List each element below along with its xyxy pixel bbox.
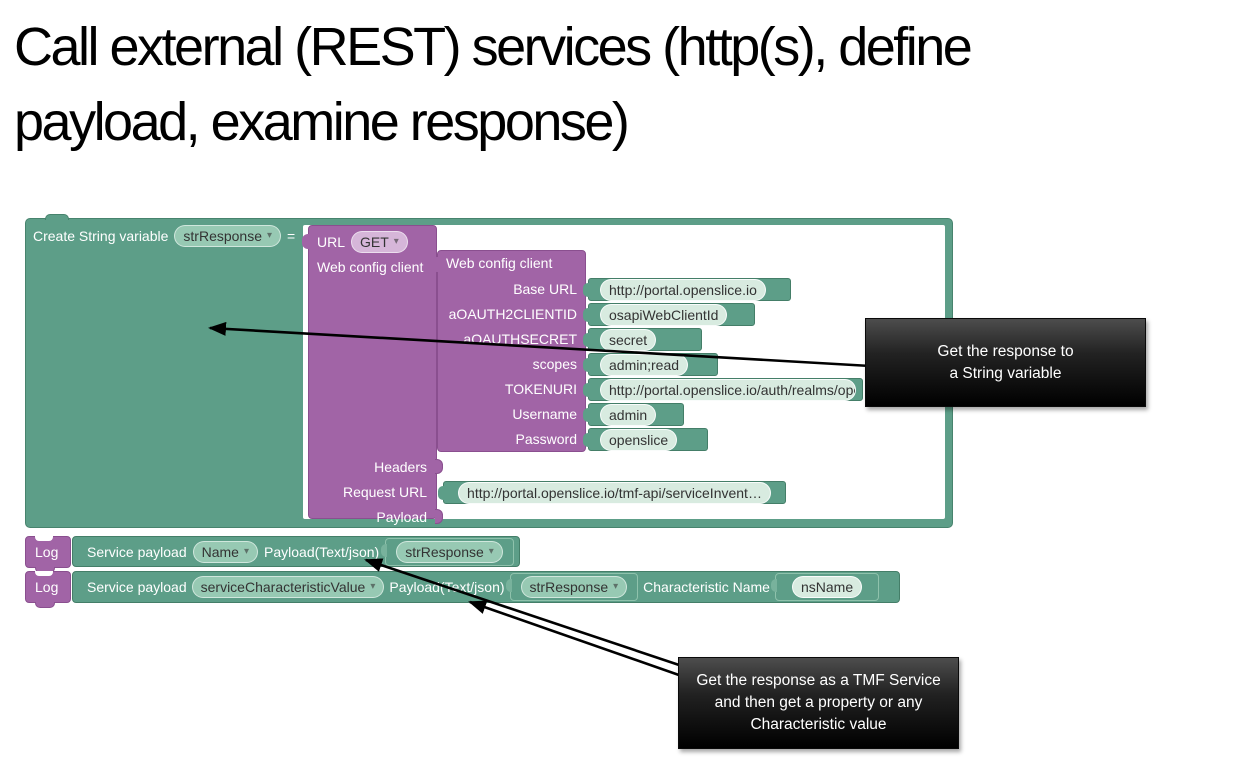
url-label: URL	[317, 234, 346, 250]
characteristic-name-value[interactable]: nsName	[791, 576, 863, 598]
password-label: Password	[515, 431, 577, 447]
slide-title-line1: Call external (REST) services (http(s), …	[14, 17, 973, 77]
equals-sign: =	[287, 228, 296, 244]
service-payload-label: Service payload	[87, 579, 187, 595]
payload-value-holder[interactable]: strResponse ▾	[505, 573, 639, 601]
log-block-stub[interactable]: Log	[25, 536, 71, 573]
web-config-client-title: Web config client	[446, 255, 553, 271]
characteristic-name-label: Characteristic Name	[643, 579, 770, 595]
socket-connector-icon	[583, 408, 590, 422]
payload-text-json-label: Payload(Text/json)	[264, 543, 380, 560]
strresponse-dropdown[interactable]: strResponse ▾	[520, 576, 628, 598]
base-url-label: Base URL	[513, 281, 577, 297]
scopes-label: scopes	[532, 356, 577, 372]
payload-socket-icon	[435, 509, 443, 524]
dropdown-caret-icon: ▾	[393, 236, 399, 247]
property-dropdown[interactable]: Name ▾	[192, 540, 259, 563]
create-variable-label: Create String variable	[33, 228, 169, 244]
log-service-payload-block[interactable]: Service payload Name ▾ Payload(Text/json…	[72, 536, 520, 567]
request-url-value-block[interactable]: http://portal.openslice.io/tmf-api/servi…	[438, 481, 786, 504]
slide-title-line2: payload, examine response)	[14, 91, 630, 152]
callout-string-variable: Get the response to a String variable	[865, 318, 1146, 407]
socket-connector-icon	[770, 579, 777, 592]
username-value-block[interactable]: admin	[583, 403, 684, 426]
http-method-dropdown[interactable]: GET ▾	[351, 231, 408, 253]
socket-connector-icon	[302, 234, 310, 249]
socket-connector-icon	[583, 308, 590, 322]
web-config-client-socket-label: Web config client	[317, 259, 424, 275]
username-label: Username	[512, 406, 577, 422]
password-value-block[interactable]: openslice	[583, 428, 708, 451]
request-url-value[interactable]: http://portal.openslice.io/tmf-api/servi…	[458, 481, 771, 504]
log-service-characteristic-block[interactable]: Service payload serviceCharacteristicVal…	[72, 571, 900, 603]
oauth-secret-value[interactable]: secret	[600, 328, 657, 351]
socket-connector-icon	[505, 579, 512, 592]
log-block-stub[interactable]: Log	[25, 571, 71, 608]
scopes-value[interactable]: admin;read	[600, 353, 689, 376]
dropdown-caret-icon: ▾	[370, 581, 376, 592]
callout-tmf-service: Get the response as a TMF Service and th…	[678, 657, 959, 749]
oauth-secret-value-block[interactable]: secret	[583, 328, 702, 351]
socket-connector-icon	[583, 383, 590, 397]
service-payload-label: Service payload	[87, 543, 187, 560]
socket-connector-icon	[583, 433, 590, 447]
dropdown-caret-icon: ▾	[243, 545, 250, 557]
socket-connector-icon	[583, 333, 590, 347]
headers-label: Headers	[374, 459, 427, 475]
headers-socket-icon	[435, 459, 443, 474]
log-label: Log	[35, 544, 59, 560]
property-dropdown[interactable]: serviceCharacteristicValue ▾	[191, 576, 385, 598]
dropdown-caret-icon: ▾	[488, 545, 494, 557]
tokenuri-label: TOKENURI	[504, 381, 577, 397]
payload-label: Payload	[376, 509, 427, 525]
socket-connector-icon	[381, 543, 388, 557]
socket-connector-icon	[431, 257, 439, 272]
log-label: Log	[35, 579, 59, 595]
url-request-block[interactable]: URL GET ▾ Web config client Headers Requ…	[302, 225, 443, 525]
base-url-value[interactable]: http://portal.openslice.io	[600, 278, 766, 301]
block-connector-tab	[35, 602, 55, 608]
socket-connector-icon	[583, 283, 590, 297]
block-notch	[35, 571, 53, 576]
base-url-value-block[interactable]: http://portal.openslice.io	[583, 278, 791, 301]
scopes-value-block[interactable]: admin;read	[583, 353, 718, 376]
payload-text-json-label: Payload(Text/json)	[389, 579, 505, 595]
slide-title: Call external (REST) services (http(s), …	[14, 10, 1258, 159]
oauth2-clientid-value-block[interactable]: osapiWebClientId	[583, 303, 755, 326]
block-connector-tab	[45, 214, 69, 220]
socket-connector-icon	[583, 358, 590, 372]
strresponse-dropdown[interactable]: strResponse ▾	[396, 540, 503, 563]
payload-value-holder[interactable]: strResponse ▾	[381, 537, 514, 566]
dropdown-caret-icon: ▾	[267, 230, 273, 241]
oauth2-clientid-value[interactable]: osapiWebClientId	[600, 303, 728, 326]
tokenuri-value[interactable]: http://portal.openslice.io/auth/realms/o…	[600, 378, 856, 401]
characteristic-value-holder[interactable]: nsName	[770, 573, 880, 601]
password-value[interactable]: openslice	[600, 428, 678, 451]
variable-dropdown[interactable]: strResponse ▾	[174, 225, 282, 247]
username-value[interactable]: admin	[600, 403, 657, 426]
dropdown-caret-icon: ▾	[613, 581, 619, 592]
block-notch	[35, 536, 53, 541]
oauth2-clientid-label: aOAUTH2CLIENTID	[448, 306, 577, 322]
tokenuri-value-block[interactable]: http://portal.openslice.io/auth/realms/o…	[583, 378, 863, 401]
request-url-label: Request URL	[342, 484, 427, 500]
socket-connector-icon	[438, 486, 445, 500]
web-config-client-block[interactable]: Web config client Base URL aOAUTH2CLIENT…	[431, 250, 586, 452]
oauth-secret-label: aOAUTHSECRET	[463, 331, 577, 347]
